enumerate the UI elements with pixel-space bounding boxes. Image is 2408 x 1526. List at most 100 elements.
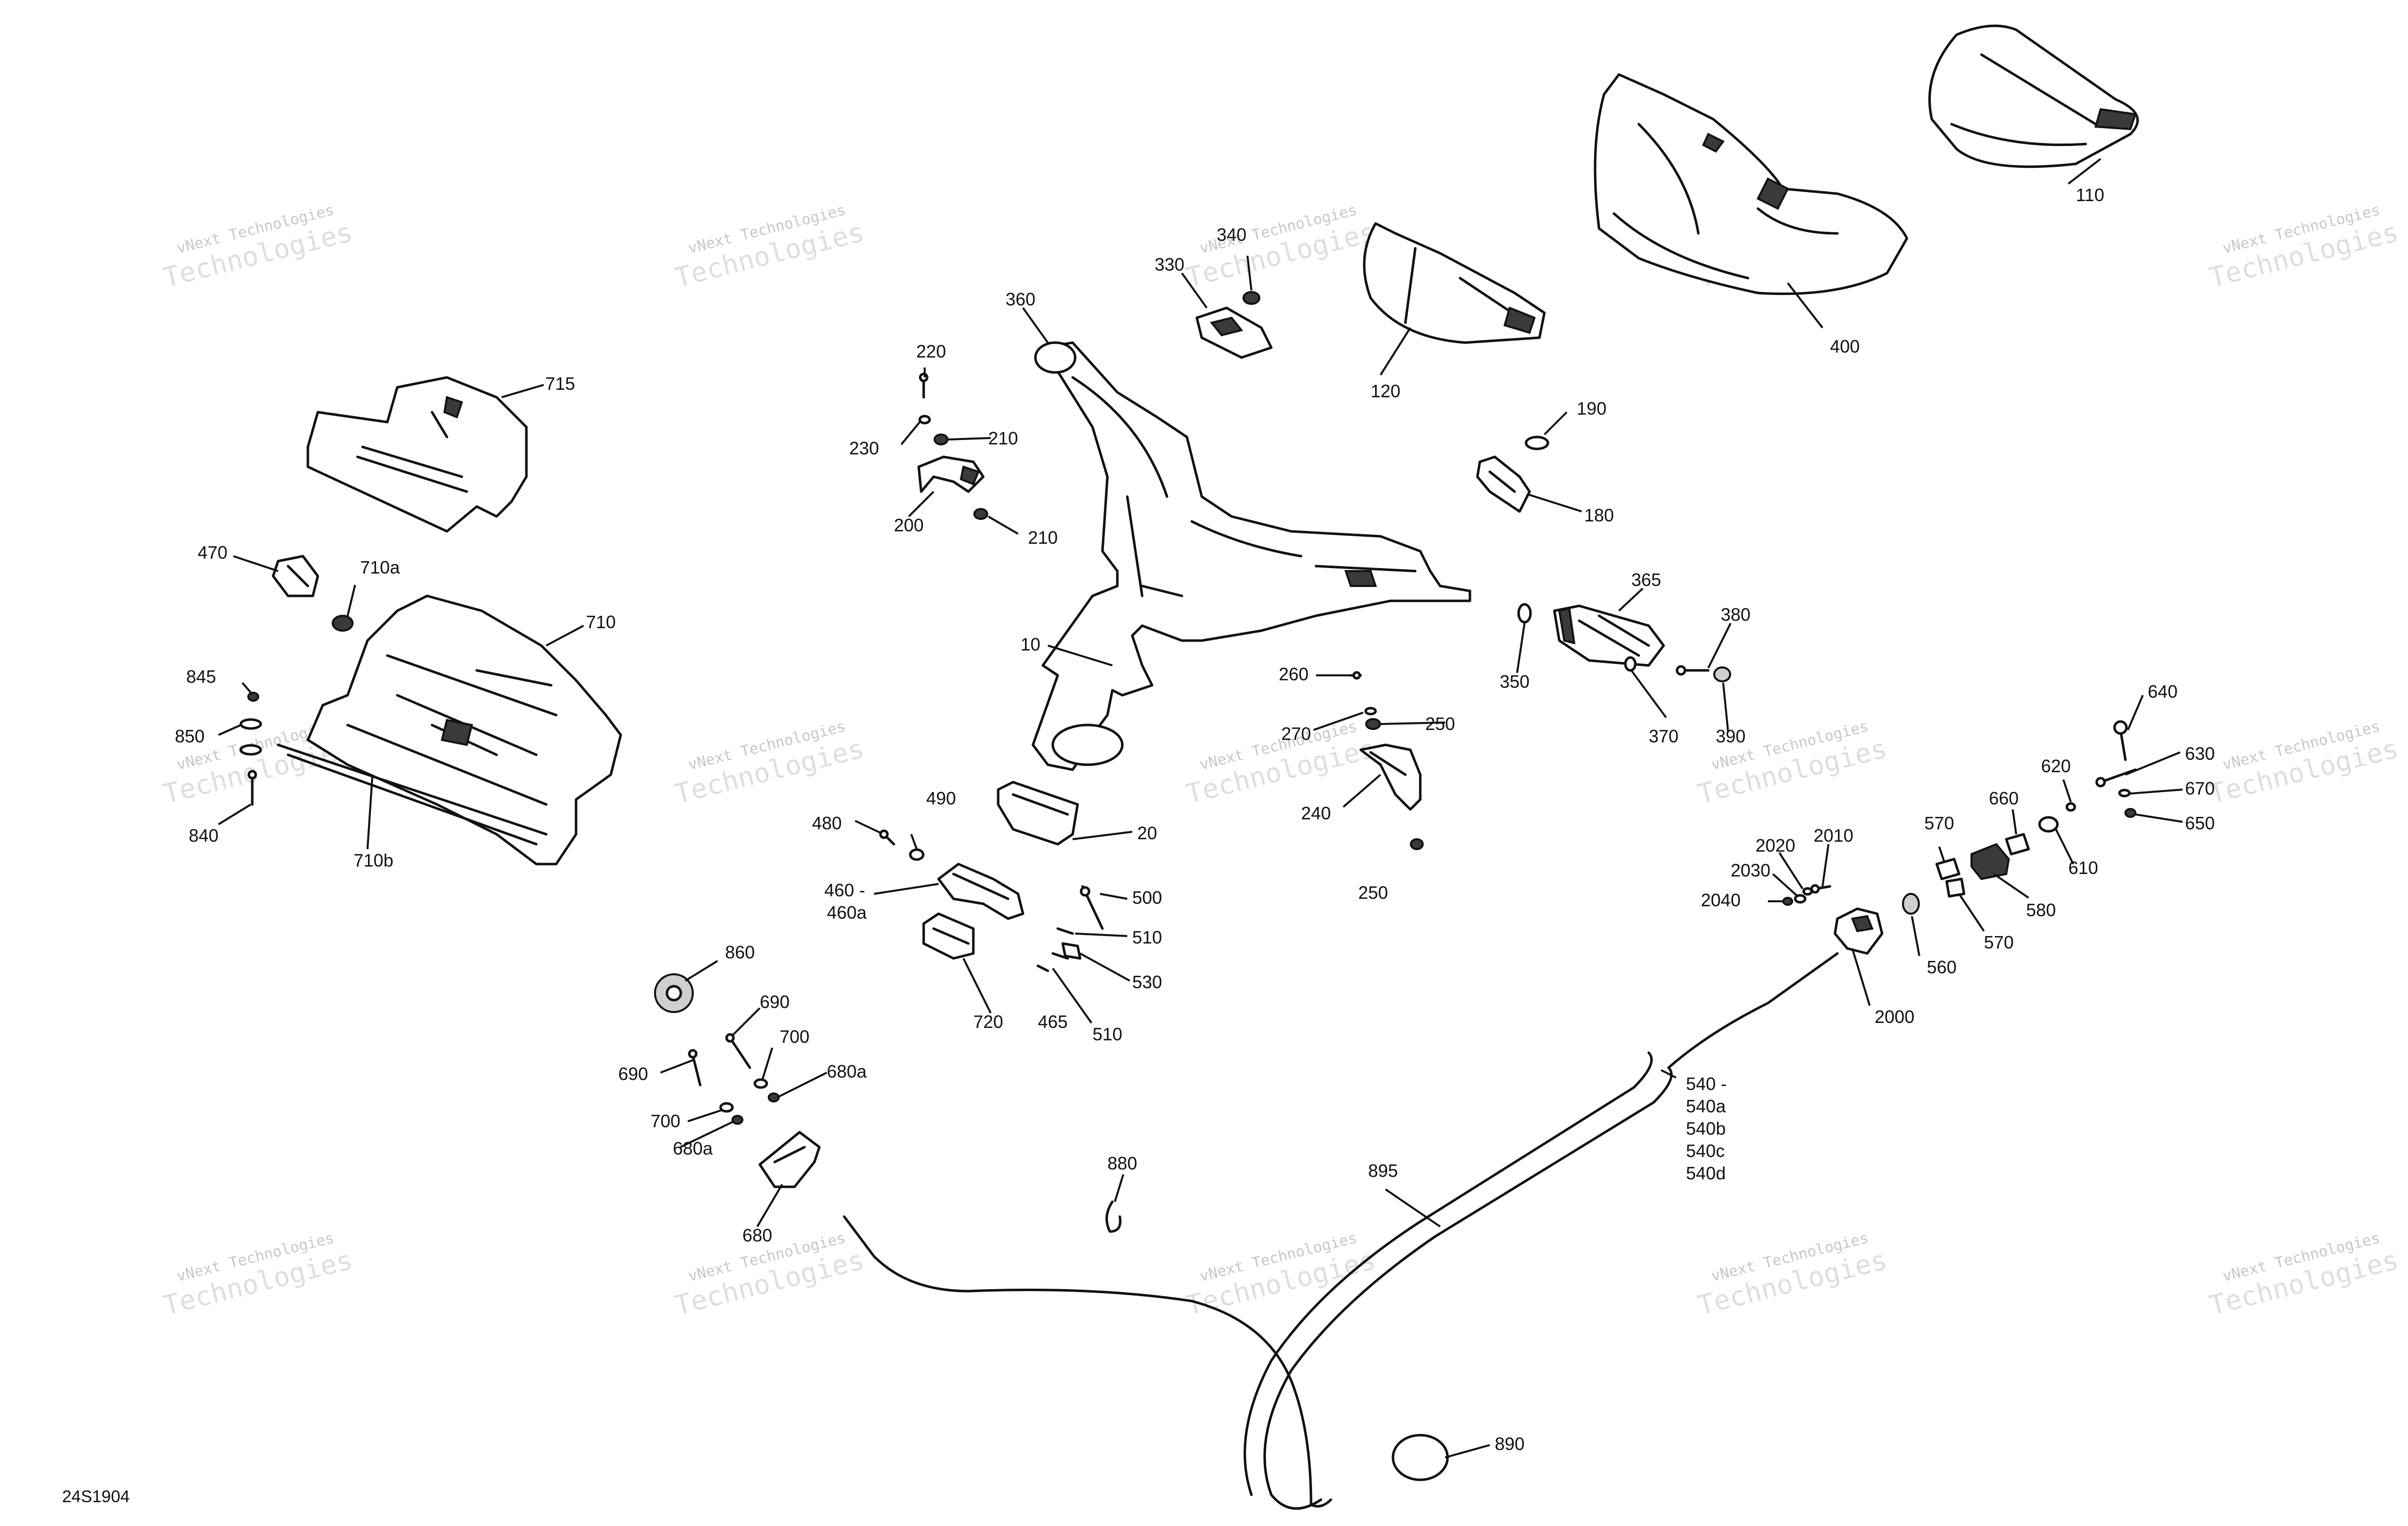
callouts: 110 400 120 330 340 360 220 230 210 200 … [62, 185, 2215, 1506]
watermark: vNext Technologies Technologies [671, 201, 867, 293]
part-895-cable-sheath [1243, 1051, 1673, 1510]
callout-390: 390 [1716, 726, 1746, 746]
callout-460: 460 - [824, 880, 865, 900]
callout-680: 680 [742, 1225, 772, 1245]
part-2000-throttle-housing [1833, 907, 1884, 955]
part-570-clip [1935, 858, 1966, 898]
callout-640: 640 [2148, 681, 2178, 702]
part-2030-washer [1794, 894, 1807, 904]
part-120-cover [1363, 222, 1546, 344]
part-490-washer [909, 848, 925, 861]
part-720-clamp [922, 912, 975, 960]
callout-465: 465 [1038, 1012, 1068, 1032]
callout-660: 660 [1989, 788, 2019, 808]
part-640-bolt [2113, 720, 2128, 761]
part-350-washer [1517, 603, 1532, 624]
part-190-clip [1525, 436, 1549, 450]
callout-190: 190 [1577, 398, 1606, 419]
part-620-nut [2065, 802, 2076, 812]
callout-540b: 540b [1686, 1118, 1726, 1139]
watermark: vNext Technologies Technologies [160, 201, 356, 293]
callout-200: 200 [894, 515, 924, 535]
part-880-clip [1105, 1200, 1122, 1233]
part-680-bracket [758, 1131, 821, 1188]
callout-895: 895 [1368, 1161, 1398, 1181]
callout-540: 540 - [1686, 1074, 1727, 1094]
part-710b-strip [277, 743, 548, 846]
callout-540c: 540c [1686, 1141, 1725, 1161]
part-630-screw [2095, 768, 2137, 788]
callout-650: 650 [2185, 813, 2215, 833]
callout-250: 250 [1425, 714, 1455, 734]
callout-860: 860 [725, 942, 755, 962]
callout-120: 120 [1371, 381, 1400, 401]
callout-360: 360 [1006, 289, 1035, 309]
callout-720: 720 [973, 1012, 1003, 1032]
part-845-nut [247, 692, 259, 702]
part-710a-grommet [332, 615, 354, 632]
callout-700-b: 700 [651, 1111, 680, 1131]
parts [239, 24, 2139, 1510]
callout-510: 510 [1132, 927, 1162, 947]
part-510-spring [1051, 927, 1074, 960]
part-540-throttle-cable [843, 952, 1839, 1508]
callout-540d: 540d [1686, 1163, 1726, 1183]
part-530-cam [1061, 942, 1082, 960]
part-380-bolt [1676, 665, 1710, 676]
part-610-sleeve [2038, 816, 2059, 833]
callout-365: 365 [1631, 570, 1661, 590]
part-250-nut [1365, 718, 1424, 850]
callout-690: 690 [760, 992, 790, 1012]
part-560-seal [1902, 893, 1920, 915]
callout-540a: 540a [1686, 1096, 1726, 1116]
part-700-washer [719, 1078, 768, 1113]
callout-500: 500 [1132, 887, 1162, 908]
callout-460a: 460a [827, 902, 867, 923]
callout-560: 560 [1927, 957, 1957, 977]
callout-10: 10 [1021, 634, 1040, 654]
part-180-switch [1476, 455, 1531, 513]
part-860-grommet [654, 973, 694, 1013]
callout-240: 240 [1301, 803, 1331, 823]
callout-840: 840 [189, 825, 219, 846]
part-330-switch [1195, 306, 1273, 359]
callout-715: 715 [545, 373, 575, 394]
callout-210: 210 [988, 428, 1018, 448]
callout-220: 220 [916, 341, 946, 362]
callout-845: 845 [186, 666, 216, 687]
callout-850: 850 [175, 726, 205, 746]
callout-250-b: 250 [1358, 882, 1388, 903]
part-400-shroud [1594, 73, 1908, 295]
callout-230: 230 [849, 438, 879, 458]
part-465-pin [1036, 964, 1049, 972]
callout-890: 890 [1495, 1434, 1525, 1454]
part-580-knob [1970, 843, 2010, 880]
part-270-washer [1364, 707, 1377, 716]
part-200-lever [917, 455, 985, 493]
part-660-fitting [2005, 833, 2030, 856]
part-220-screw [919, 372, 929, 399]
part-365-grip [1553, 604, 1665, 667]
callout-370: 370 [1649, 726, 1678, 746]
part-2020-washer [1802, 887, 1813, 896]
callout-260: 260 [1279, 664, 1309, 684]
part-2010-screw [1810, 884, 1831, 894]
callout-2000: 2000 [1875, 1007, 1914, 1027]
callout-580: 580 [2026, 900, 2056, 920]
part-840-bolt [247, 770, 257, 806]
callout-570: 570 [1924, 813, 1954, 833]
callout-2040: 2040 [1701, 890, 1741, 910]
part-650-nut [2124, 808, 2136, 818]
part-690-bolt [688, 1033, 751, 1087]
callout-2020: 2020 [1755, 835, 1795, 856]
part-715-bracket [306, 376, 528, 533]
part-680a-nut [731, 1092, 780, 1125]
callout-480: 480 [812, 813, 842, 833]
watermark: vNext Technologies Technologies [2206, 718, 2402, 809]
part-480-screw [879, 829, 895, 846]
callout-510-b: 510 [1093, 1024, 1122, 1044]
callout-490: 490 [926, 788, 956, 808]
callout-690-b: 690 [618, 1064, 648, 1084]
part-260-screw [1349, 671, 1362, 680]
